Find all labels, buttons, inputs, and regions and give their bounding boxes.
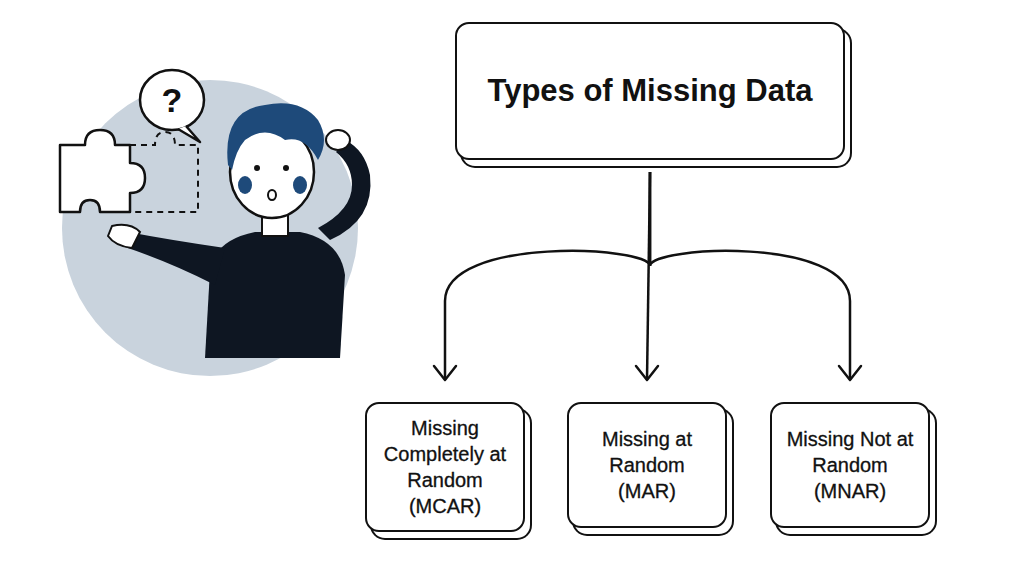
puzzle-piece [60,130,145,212]
diagram-title: Types of Missing Data [488,72,813,109]
category-label: Missing at Random (MAR) [583,426,711,504]
person-hand-left [108,225,140,248]
connector-arrow [636,172,658,380]
person-cheek [293,176,307,194]
category-box: Missing Not at Random (MNAR) [770,402,930,528]
person-arm-left [122,232,225,285]
person-hand-right [326,130,350,150]
connector-arrow [650,172,861,380]
category-box: Missing at Random (MAR) [567,402,727,528]
person-eye [283,165,289,171]
connector-arrow [434,172,650,380]
category-box: Missing Completely at Random (MCAR) [365,402,525,532]
speech-bubble [140,70,204,142]
category-label: Missing Completely at Random (MCAR) [381,415,509,519]
background-circle [62,80,358,376]
person-body [205,232,345,358]
person-hair [227,103,324,170]
person-eye [254,165,260,171]
title-box: Types of Missing Data [455,22,845,160]
person-arm-right [318,140,371,240]
category-label: Missing Not at Random (MNAR) [786,426,914,504]
person-mouth [268,190,276,200]
question-mark: ? [162,81,183,120]
person-cheek [238,176,252,194]
missing-piece-outline [130,132,198,212]
